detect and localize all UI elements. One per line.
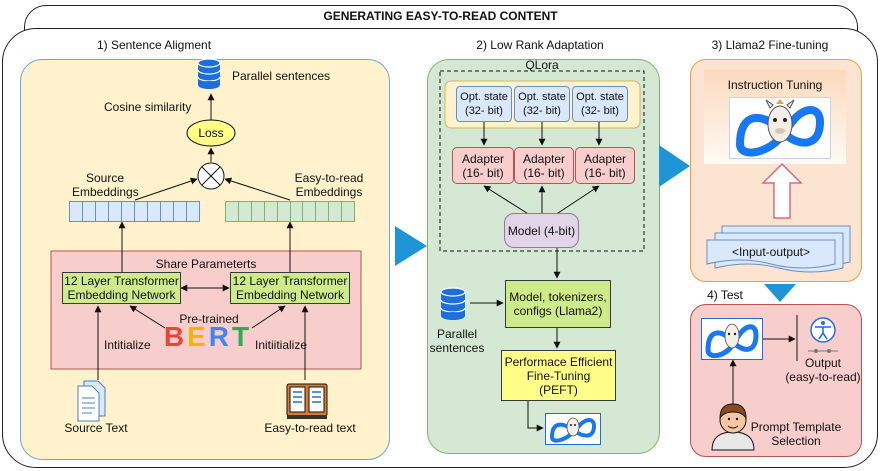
embedding-cell bbox=[263, 201, 278, 222]
embedding-cell bbox=[108, 201, 122, 222]
embedding-cell bbox=[173, 201, 187, 222]
embedding-cell bbox=[225, 201, 239, 222]
cosine-operator-icon bbox=[197, 162, 225, 190]
parallel-sentences-label-2: Parallel sentences bbox=[429, 327, 485, 355]
embedding-cell bbox=[121, 201, 135, 222]
parallel-sentences-label: Parallel sentences bbox=[232, 69, 331, 83]
instruction-up-arrow-icon bbox=[761, 162, 803, 219]
llama-logo-small bbox=[545, 413, 601, 445]
model-4bit-box: Model (4-bit) bbox=[504, 213, 579, 248]
source-text-label: Source Text bbox=[64, 421, 128, 435]
section-4-title: 4) Test bbox=[707, 288, 743, 302]
user-avatar-icon bbox=[711, 403, 755, 451]
embedding-cell bbox=[147, 201, 161, 222]
embedding-cell bbox=[95, 201, 109, 222]
embedding-cell bbox=[302, 201, 317, 222]
adapter-box: Adapter (16- bit) bbox=[514, 147, 574, 184]
parallel-sentences-database-icon bbox=[440, 287, 466, 320]
input-output-stack bbox=[706, 225, 851, 273]
bert-letter: B bbox=[163, 321, 188, 352]
section-3-title: 3) Llama2 Fine-tuning bbox=[711, 38, 829, 52]
embedding-cell bbox=[186, 201, 200, 222]
bert-letter: R bbox=[208, 321, 233, 352]
slider-controls-icon bbox=[808, 349, 838, 353]
peft-box: Performace Efficient Fine-Tuning (PEFT) bbox=[501, 350, 616, 401]
loss-node bbox=[186, 119, 236, 147]
accessibility-icon bbox=[810, 317, 836, 343]
opt-state-box: Opt. state (32- bit) bbox=[572, 86, 628, 122]
embedding-cell bbox=[289, 201, 304, 222]
pretrained-label: Pre-trained bbox=[179, 312, 239, 326]
section-1-title: 1) Sentence Aligment bbox=[96, 38, 212, 52]
easy-to-read-text-label: Easy-to-read text bbox=[264, 421, 356, 435]
book-icon bbox=[286, 383, 328, 419]
share-parameters-label: Share Parameterts bbox=[155, 257, 257, 271]
flow-arrow-2-icon bbox=[659, 145, 690, 187]
adapter-box: Adapter (16- bit) bbox=[452, 147, 514, 184]
cosine-similarity-label: Cosine similarity bbox=[104, 100, 192, 114]
bert-letter: T bbox=[232, 321, 253, 352]
flow-arrow-1-icon bbox=[395, 226, 427, 266]
database-icon bbox=[197, 58, 221, 89]
opt-state-box: Opt. state (32- bit) bbox=[456, 86, 512, 122]
embedding-cell bbox=[276, 201, 291, 222]
adapter-box: Adapter (16- bit) bbox=[575, 147, 635, 184]
section-2-title: 2) Low Rank Adaptation bbox=[476, 38, 604, 52]
flow-arrow-3-icon bbox=[764, 284, 796, 302]
share-parameters-box bbox=[50, 250, 362, 370]
embedding-cell bbox=[315, 201, 330, 222]
document-icon bbox=[77, 380, 106, 422]
prompt-template-label: Prompt Template Selection bbox=[750, 420, 842, 448]
llama-logo-large bbox=[729, 97, 831, 159]
bert-logo: B E R T bbox=[164, 321, 249, 352]
embedding-cell bbox=[69, 201, 83, 222]
qlora-dashed-box bbox=[439, 70, 645, 252]
input-output-label: <Input-output> bbox=[731, 245, 811, 259]
easy-embeddings-label: Easy-to-read Embeddings bbox=[294, 171, 364, 199]
embedding-cell bbox=[237, 201, 252, 222]
transformer-right-box: 12 Layer Transformer Embedding Network bbox=[230, 272, 350, 304]
meta-llama-icon bbox=[549, 417, 597, 443]
embedding-cell bbox=[134, 201, 148, 222]
instruction-tuning-label: Instruction Tuning bbox=[727, 78, 823, 92]
output-label: Output (easy-to-read) bbox=[785, 356, 861, 384]
source-embeddings-label: Source Embeddings bbox=[72, 171, 139, 199]
embedding-cell bbox=[341, 201, 356, 222]
easy-embedding-cells bbox=[225, 201, 356, 222]
qlora-label: QLora bbox=[525, 58, 559, 72]
loss-label: Loss bbox=[198, 126, 224, 140]
llama-logo-test bbox=[701, 318, 763, 360]
meta-llama-large-icon bbox=[735, 99, 825, 157]
source-embedding-cells bbox=[69, 201, 200, 222]
meta-llama-test-icon bbox=[705, 323, 759, 359]
model-tokenizers-box: Model, tokenizers, configs (Llama2) bbox=[505, 280, 611, 328]
main-title: GENERATING EASY-TO-READ CONTENT bbox=[323, 9, 558, 23]
embedding-cell bbox=[82, 201, 96, 222]
embedding-cell bbox=[160, 201, 174, 222]
initialize-left-label: Intitialize bbox=[104, 338, 151, 352]
initialize-right-label: Initiitialize bbox=[255, 338, 308, 352]
transformer-left-box: 12 Layer Transformer Embedding Network bbox=[62, 272, 181, 304]
bert-letter: E bbox=[187, 321, 209, 352]
embedding-cell bbox=[328, 201, 343, 222]
opt-state-box: Opt. state (32- bit) bbox=[514, 86, 570, 122]
embedding-cell bbox=[250, 201, 265, 222]
